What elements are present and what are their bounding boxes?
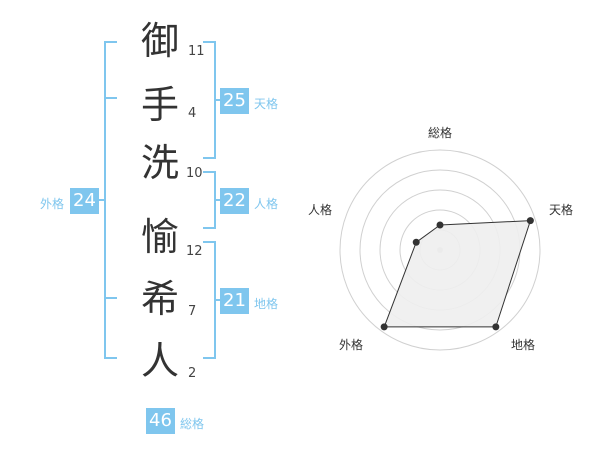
radar-point-chikaku <box>492 323 500 331</box>
gaikaku-value: 24 <box>70 188 99 214</box>
radar-label-soukaku: 総格 <box>428 126 453 140</box>
radar-point-gaikaku <box>380 323 388 331</box>
name-char-4: 愉 <box>140 215 179 259</box>
radar-point-tenkaku <box>526 217 534 225</box>
radar-grid-ring <box>339 149 541 351</box>
radar-label-chikaku: 地格 <box>511 338 536 352</box>
name-char-2: 手 <box>140 83 179 127</box>
stroke-count-5: 7 <box>188 304 197 319</box>
stroke-count-1: 11 <box>188 44 205 59</box>
radar-label-gaikaku: 外格 <box>339 338 364 352</box>
jinkaku-value: 22 <box>220 188 249 214</box>
stroke-count-2: 4 <box>188 106 197 121</box>
name-char-1: 御 <box>140 19 179 63</box>
radar-point-jinkaku <box>412 238 420 246</box>
tenkaku-label: 天格 <box>254 97 279 111</box>
radar-area <box>383 220 532 328</box>
stroke-count-4: 12 <box>186 244 203 259</box>
radar-label-jinkaku: 人格 <box>308 203 333 217</box>
stroke-count-3: 10 <box>186 166 203 181</box>
stroke-count-6: 2 <box>188 366 197 381</box>
name-char-6: 人 <box>140 339 179 383</box>
gaikaku-label: 外格 <box>40 197 65 211</box>
soukaku-label: 総格 <box>180 417 205 431</box>
name-char-3: 洗 <box>140 141 179 185</box>
soukaku-value: 46 <box>146 408 175 434</box>
radar-label-tenkaku: 天格 <box>549 203 574 217</box>
chikaku-label: 地格 <box>254 297 279 311</box>
radar-point-soukaku <box>436 221 444 229</box>
jinkaku-label: 人格 <box>254 197 279 211</box>
tenkaku-value: 25 <box>220 88 249 114</box>
name-char-5: 希 <box>140 277 179 321</box>
chikaku-value: 21 <box>220 288 249 314</box>
